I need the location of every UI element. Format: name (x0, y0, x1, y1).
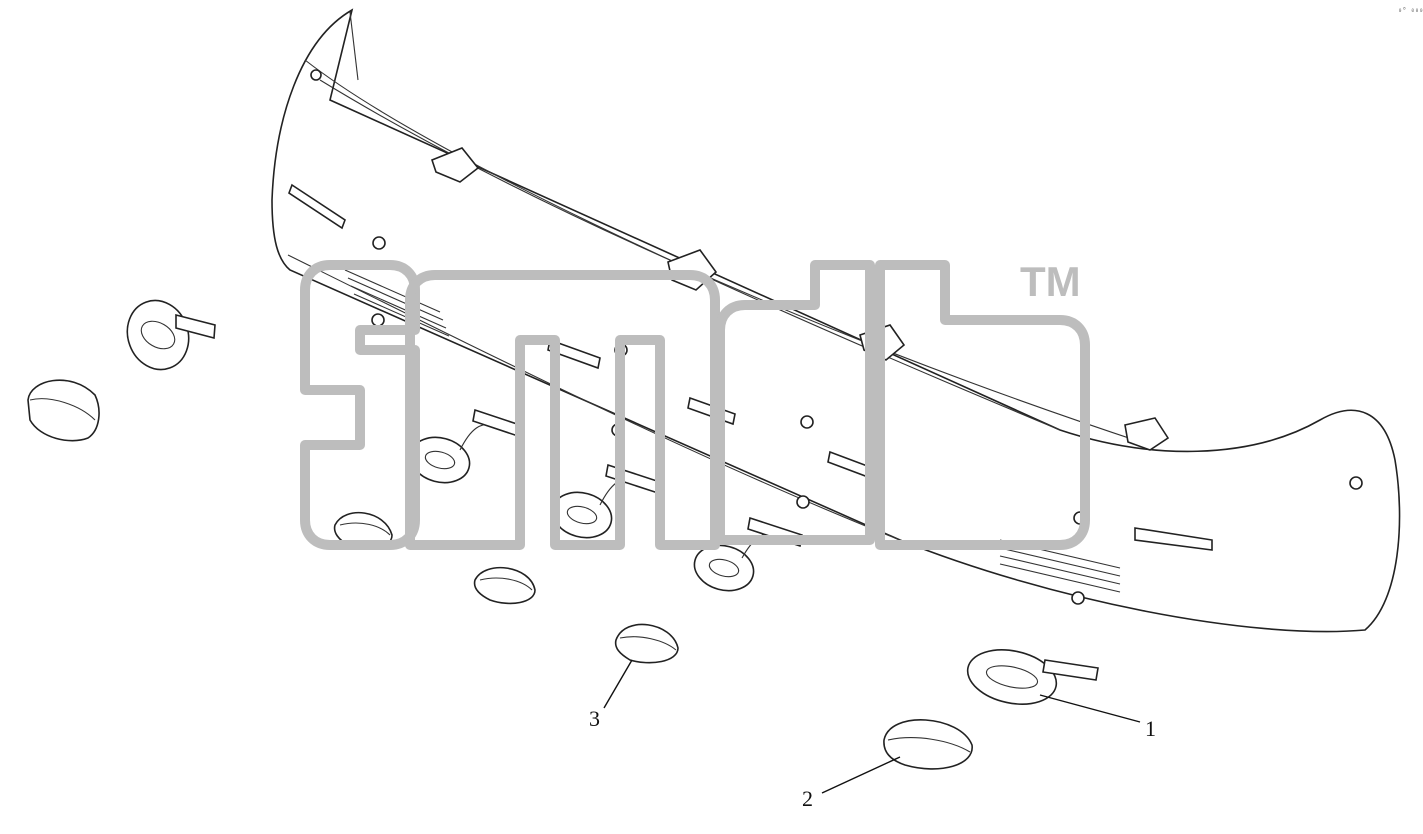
lamp-lens-3 (473, 566, 536, 605)
corner-mark: ₀⁰ ₀₀₀ (1398, 6, 1423, 14)
callout-label-2: 2 (802, 786, 813, 811)
lamp-housing-3 (551, 463, 661, 539)
lamp-housing-part-1 (966, 649, 1099, 705)
lamp-lens-part-2 (883, 719, 973, 770)
callout-1: 1 (1039, 694, 1156, 741)
lamp-housing-4 (693, 516, 803, 592)
lamp-housing-left-top (126, 299, 216, 371)
callout-3: 3 (589, 659, 633, 731)
marker-lamp-housing-group (126, 299, 1099, 705)
callout-label-3: 3 (589, 706, 600, 731)
lamp-lens-left (27, 379, 100, 442)
callout-label-1: 1 (1145, 716, 1156, 741)
lamp-housing-2 (409, 408, 521, 484)
watermark-logo: TM (300, 258, 1090, 550)
lamp-lens-part-3 (614, 623, 679, 664)
lamp-lens-group (27, 379, 973, 770)
callout-2: 2 (802, 756, 901, 811)
watermark-trademark: TM (1020, 258, 1081, 305)
